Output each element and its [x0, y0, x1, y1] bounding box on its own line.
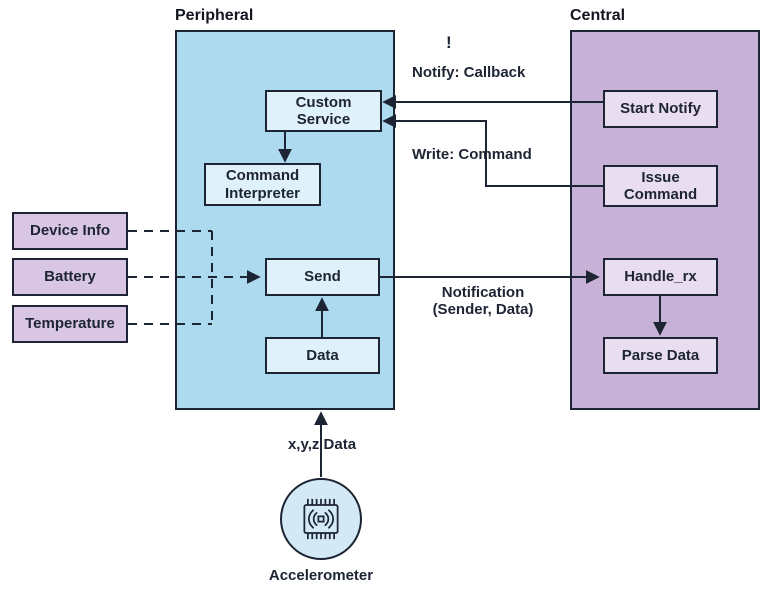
issue-command-box: Issue Command [603, 165, 718, 207]
command-interpreter-box: Command Interpreter [204, 163, 321, 206]
notify-callback-label: Notify: Callback [412, 64, 526, 81]
custom-service-box: Custom Service [265, 90, 382, 132]
exclaim-label: ! [446, 33, 452, 52]
data-box: Data [265, 337, 380, 374]
send-box: Send [265, 258, 380, 296]
peripheral-title: Peripheral [175, 7, 254, 24]
arrow-issuecommand-to-customservice [382, 114, 603, 187]
device-info-box: Device Info [12, 212, 128, 250]
battery-box: Battery [12, 258, 128, 296]
handle-rx-box: Handle_rx [603, 258, 718, 296]
start-notify-box: Start Notify [603, 90, 718, 128]
central-title: Central [570, 7, 626, 24]
mems-chip-icon [303, 498, 339, 540]
write-command-label: Write: Command [412, 146, 532, 163]
accelerometer-label: Accelerometer [268, 567, 374, 584]
temperature-box: Temperature [12, 305, 128, 343]
xyz-data-label: x,y,z Data [287, 436, 357, 453]
accelerometer-sensor [280, 478, 362, 560]
parse-data-box: Parse Data [603, 337, 718, 374]
notification-label: Notification (Sender, Data) [432, 284, 534, 318]
